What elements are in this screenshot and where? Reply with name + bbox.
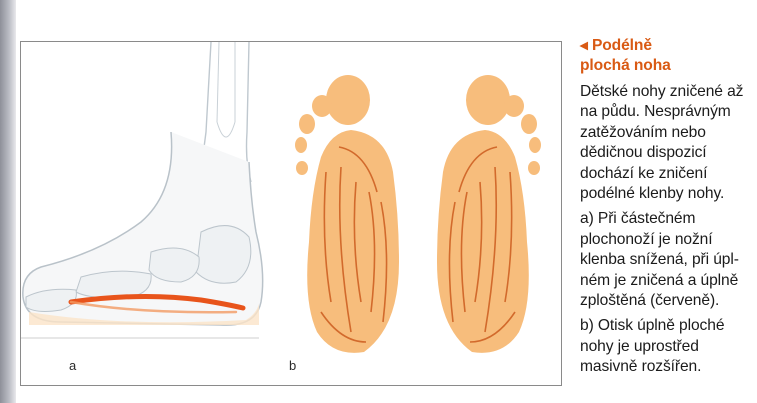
caption-line: zploštěná (červeně). [580,291,756,311]
caption-line: na půdu. Nesprávným [580,102,756,122]
caption-line: ném je zničená a úplně [580,271,756,291]
caption-paragraph-1: Dětské nohy zničené až na půdu. Nesprávn… [580,82,756,204]
foot-side-view [21,42,263,338]
foot-illustration [21,42,561,385]
caption-paragraph-3: b) Otisk úplně ploché nohy je uprostřed … [580,316,756,377]
caption-title: ◂ Podélně plochá noha [580,36,756,76]
figure-frame: a b [20,41,562,386]
footprint-right [437,75,541,353]
caption-line: podélné klenby nohy. [580,184,756,204]
caption-line: zatěžováním nebo [580,123,756,143]
caption-title-line: ◂ Podélně [580,36,756,56]
caption-line: masivně rozšířen. [580,357,756,377]
caption-line: nohy je uprostřed [580,337,756,357]
caption-line: dochází ke zničení [580,164,756,184]
figure-caption: ◂ Podélně plochá noha Dětské nohy zničen… [580,36,756,383]
caption-line: dědičnou dispozicí [580,143,756,163]
caption-line: plochonoží je nožní [580,230,756,250]
caption-line: b) Otisk úplně ploché [580,316,756,336]
caption-line: a) Při částečném [580,209,756,229]
panel-label-a: a [69,358,76,373]
caption-title-line: plochá noha [580,56,756,76]
book-spine-shadow [0,0,16,403]
panel-label-b: b [289,358,296,373]
caption-line: klenba snížená, při úpl- [580,250,756,270]
footprint-left [295,75,399,353]
caption-line: Dětské nohy zničené až [580,82,756,102]
caption-paragraph-2: a) Při částečném plochonoží je nožní kle… [580,209,756,311]
